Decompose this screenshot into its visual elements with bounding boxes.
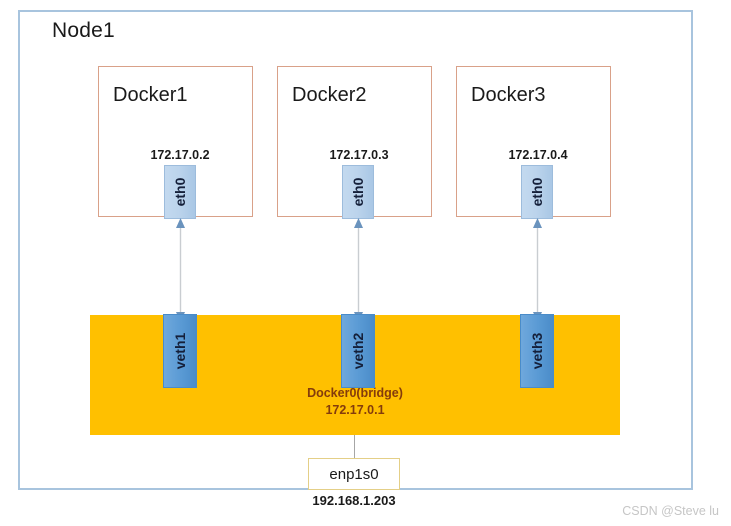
eth0-label-docker1: eth0 (172, 177, 188, 207)
eth0-interface-docker2: eth0 (342, 165, 374, 219)
node1-title: Node1 (52, 19, 115, 42)
eth0-interface-docker1: eth0 (164, 165, 196, 219)
eth0-label-docker3: eth0 (529, 177, 545, 207)
host-nic-label: enp1s0 (329, 465, 379, 483)
container-label-docker1: Docker1 (113, 84, 188, 106)
docker0-bridge-name: Docker0(bridge) (307, 386, 403, 400)
container-box-docker3: Docker3 (456, 66, 611, 217)
host-nic-ip: 192.168.1.203 (312, 493, 396, 508)
container-ip-docker3: 172.17.0.4 (508, 148, 568, 162)
watermark-text: CSDN @Steve lu (622, 504, 719, 518)
docker0-bridge-caption: Docker0(bridge) 172.17.0.1 (90, 385, 620, 419)
container-label-docker2: Docker2 (292, 84, 367, 106)
container-ip-docker1: 172.17.0.2 (150, 148, 210, 162)
bridge-to-nic-connector (354, 435, 355, 459)
eth0-label-docker2: eth0 (350, 177, 366, 207)
connector-arrow-docker2 (354, 218, 363, 322)
eth0-interface-docker3: eth0 (521, 165, 553, 219)
veth-label-veth3: veth3 (529, 332, 545, 370)
container-ip-docker2: 172.17.0.3 (329, 148, 389, 162)
host-nic-box: enp1s0 (308, 458, 400, 490)
connector-arrow-docker1 (176, 218, 185, 322)
docker0-bridge-ip: 172.17.0.1 (325, 403, 385, 417)
connector-arrow-docker3 (533, 218, 542, 322)
container-label-docker3: Docker3 (471, 84, 546, 106)
veth-label-veth1: veth1 (172, 332, 188, 370)
veth-interface-veth3: veth3 (520, 314, 554, 388)
veth-label-veth2: veth2 (350, 332, 366, 370)
veth-interface-veth2: veth2 (341, 314, 375, 388)
veth-interface-veth1: veth1 (163, 314, 197, 388)
